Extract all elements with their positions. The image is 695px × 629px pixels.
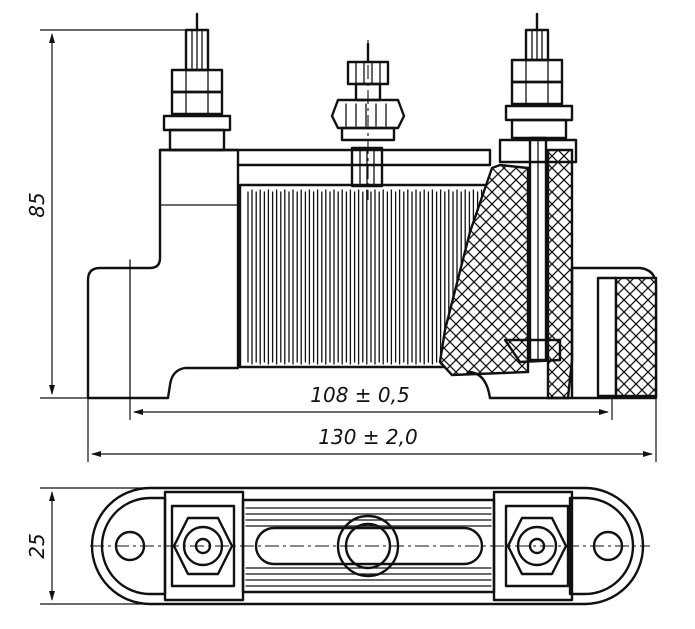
- right-terminal-stud: [504, 12, 574, 140]
- dim-length-130: 130 ± 2,0: [318, 425, 417, 449]
- right-insulator-section: [438, 163, 530, 377]
- front-dimensions: 85 108 ± 0,5 130 ± 2,0: [25, 29, 657, 462]
- plan-dimensions: 25: [25, 487, 150, 605]
- left-terminal-stud: [162, 12, 232, 152]
- plan-outline: [90, 486, 645, 606]
- base-body: [86, 148, 240, 400]
- top-bar: [158, 148, 492, 167]
- dim-height-25: 25: [25, 533, 49, 558]
- right-block-section: [546, 148, 574, 400]
- front-view: [86, 12, 658, 400]
- dim-height-85: 85: [25, 192, 49, 217]
- dim-length-108: 108 ± 0,5: [310, 383, 409, 407]
- plan-view: [90, 486, 650, 606]
